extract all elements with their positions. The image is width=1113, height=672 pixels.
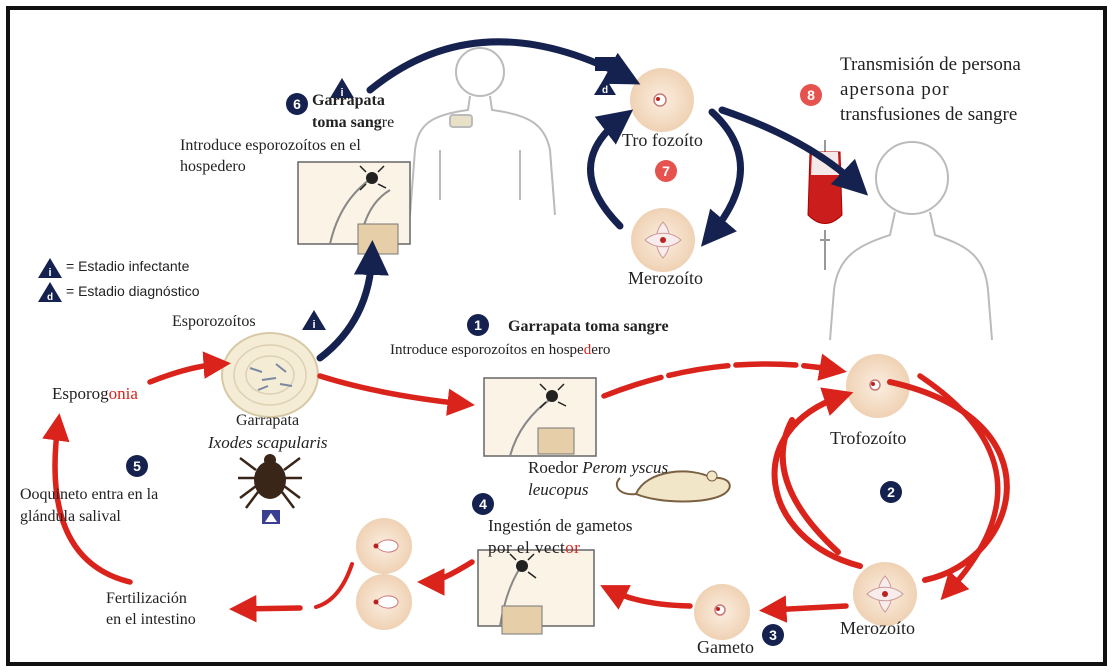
step-1-badge: 1 (467, 314, 489, 336)
step-8-badge: 8 (800, 84, 822, 106)
cell-merozoito-rodent (853, 562, 917, 626)
legend-infective-label: = Estadio infectante (66, 258, 189, 274)
gameto-label: Gameto (697, 637, 754, 658)
step-6-desc-a: Introduce esporozoítos en el (180, 137, 361, 155)
esporozoitos-label: Esporozoítos (172, 313, 256, 331)
cell-merozoito-upper (631, 208, 695, 272)
fertilizacion-label-a: Fertilización (106, 590, 187, 608)
ooquineto-label-a: Ooquineto entra en la (20, 486, 158, 504)
roedor-label-a: Roedor Perom yscus (528, 458, 668, 478)
ingestion-label-a: Ingestión de gametos (488, 516, 632, 536)
merozoito-upper-label: Merozoíto (628, 268, 703, 289)
transmission-label-c: transfusiones de sangre (840, 104, 1017, 126)
trofozoito-upper-label: Tro fozoíto (622, 130, 703, 151)
inset-tick-bite-lower (484, 378, 596, 456)
step-1-desc: Introduce esporozoítos en hospedero (390, 342, 610, 359)
trofozoito-rodent-label: Trofozoíto (830, 428, 906, 449)
cell-gamete-pair (356, 518, 412, 630)
cell-gameto (694, 584, 750, 640)
legend-diagnostic-label: = Estadio diagnóstico (66, 283, 199, 299)
step-6-desc-b: hospedero (180, 158, 246, 176)
cell-trofozoito-upper (630, 68, 694, 132)
roedor-label-b: leucopus (528, 480, 588, 500)
svg-text:d: d (47, 292, 53, 303)
human-figure-transfusion (830, 142, 992, 340)
triangle-d-icon-legend: d (38, 282, 62, 303)
species-label: Ixodes scapularis (208, 433, 327, 453)
transmission-label-a: Transmisión de persona (840, 54, 1021, 76)
triangle-d-icon-step8: d (594, 57, 616, 96)
inset-tick-bite-upper (298, 162, 410, 254)
triangle-i-icon-tick (262, 510, 280, 524)
step-6-title-b: toma sangre (312, 114, 394, 132)
fertilizacion-label-b: en el intestino (106, 611, 196, 629)
merozoito-rodent-label: Merozoíto (840, 618, 915, 639)
step-2-badge: 2 (880, 481, 902, 503)
ooquineto-label-b: glándula salival (20, 508, 121, 526)
step-6-title-a: Garrapata (312, 92, 385, 110)
triangle-i-icon-legend: i (38, 258, 62, 279)
inset-tick-feeding (478, 550, 594, 634)
triangle-i-icon-esporozoitos: i (302, 310, 326, 331)
step-7-badge: 7 (655, 160, 677, 182)
svg-text:i: i (312, 319, 315, 331)
step-4-badge: 4 (472, 493, 494, 515)
step-3-badge: 3 (762, 624, 784, 646)
ingestion-label-b: por el vector (488, 538, 580, 558)
step-6-badge: 6 (286, 93, 308, 115)
tick-icon (238, 454, 302, 508)
step-1-title: Garrapata toma sangre (508, 318, 669, 336)
step-5-badge: 5 (126, 455, 148, 477)
svg-text:i: i (48, 267, 51, 279)
human-figure-upper (410, 48, 555, 215)
transmission-label-b: apersona por (840, 79, 950, 101)
esporogonia-label: Esporogonia (52, 384, 138, 404)
svg-text:d: d (602, 85, 608, 96)
garrapata-label: Garrapata (236, 412, 299, 430)
sporocyst-structure (222, 333, 318, 417)
